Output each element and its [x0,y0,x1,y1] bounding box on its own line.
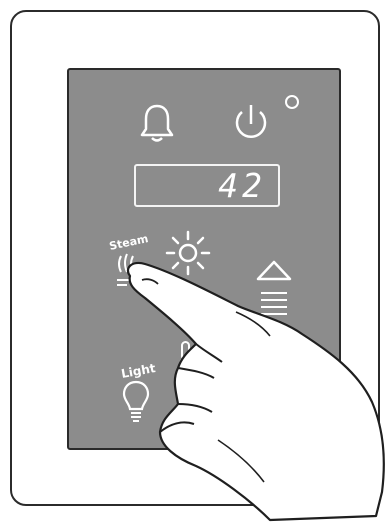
level-button[interactable] [259,290,289,318]
temperature-button[interactable] [175,340,197,370]
alarm-button[interactable] [139,102,175,144]
lightbulb-icon [121,378,151,426]
power-button[interactable] [231,102,271,142]
thermometer-icon [175,340,197,370]
increase-button[interactable] [254,258,294,282]
up-triangle-icon [254,258,294,282]
light-button[interactable]: Light [115,362,175,434]
steam-button[interactable]: Steam [107,236,159,296]
steam-icon [113,252,153,292]
steam-label: Steam [108,232,149,253]
bell-icon [139,102,175,144]
temperature-display: 42 [134,164,280,207]
level-bars-icon [259,290,289,318]
sun-icon [163,228,213,278]
power-indicator-light [284,94,300,110]
brightness-button[interactable] [163,228,213,278]
power-icon [231,102,271,142]
display-value: 42 [218,167,266,205]
steam-control-panel: 42 Steam [67,68,341,450]
